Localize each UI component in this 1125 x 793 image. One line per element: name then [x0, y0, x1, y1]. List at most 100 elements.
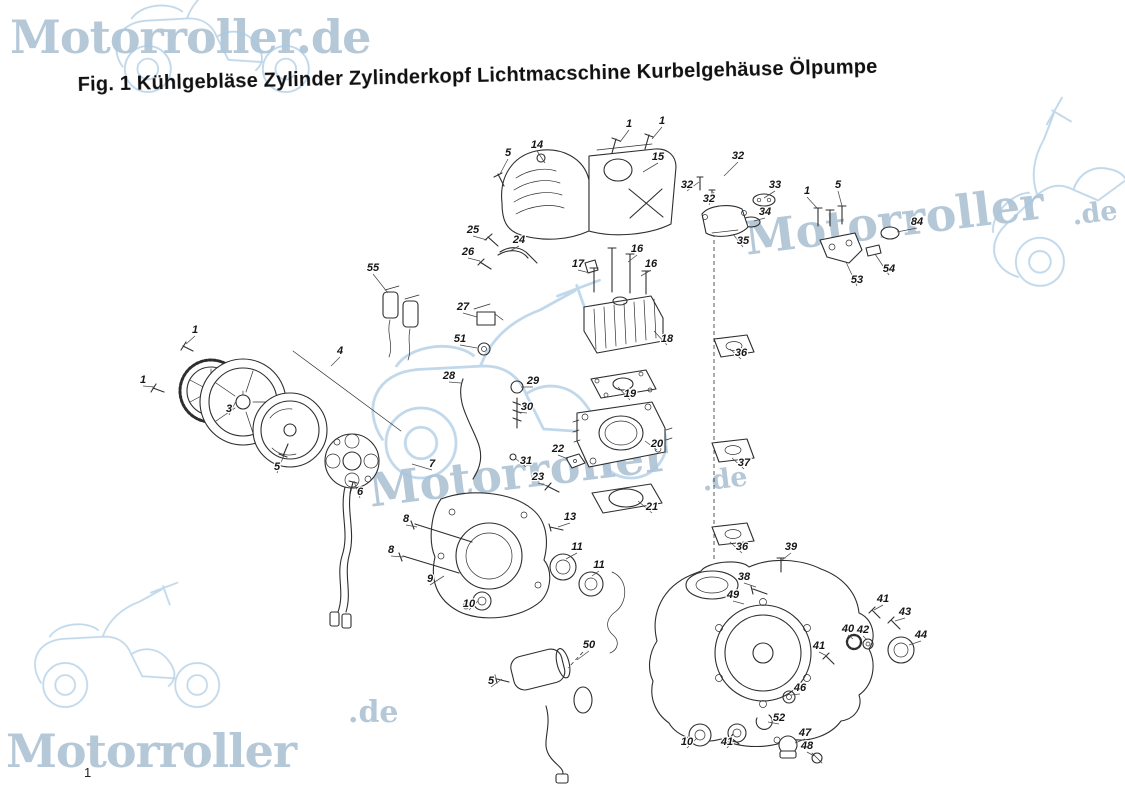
- callout-leader-30: [516, 411, 528, 414]
- callout-leader-18: [653, 330, 668, 346]
- head-stud-bolts: [584, 247, 651, 295]
- page-marker: 1: [84, 765, 92, 780]
- callout-leader-34: [753, 217, 766, 222]
- callout-leader-25: [472, 235, 488, 241]
- part-number-54: 54: [883, 263, 895, 275]
- callout-leader-47: [794, 738, 806, 744]
- callout-leader-10: [468, 600, 479, 611]
- scooter-sketch-bottom-left: [34, 581, 221, 708]
- cylinder-shroud: [588, 143, 677, 236]
- callout-leader-35: [732, 233, 744, 248]
- part-number-31: 31: [520, 455, 532, 467]
- callout-leader-1: [619, 129, 630, 143]
- callout-leader-1: [806, 196, 818, 209]
- oil-pump-assembly: [727, 606, 915, 764]
- callout-leader-39: [781, 552, 792, 561]
- part-number-42: 42: [856, 624, 869, 636]
- part-number-14: 14: [531, 139, 543, 151]
- callout-leader-20: [644, 440, 658, 451]
- part-number-43: 43: [898, 606, 911, 618]
- callout-leader-5: [499, 158, 509, 175]
- head-gasket: [590, 369, 657, 399]
- spark-plug-group: [544, 453, 586, 532]
- part-number-32: 32: [681, 179, 693, 191]
- cylinder: [572, 401, 673, 468]
- watermark-scooter-sketches: [34, 0, 1125, 708]
- crank-bearings: [549, 553, 626, 654]
- callout-leader-1: [142, 385, 156, 388]
- callout-leader-36: [729, 541, 743, 554]
- callout-leader-22: [557, 454, 569, 460]
- callout-leader-11: [591, 570, 600, 577]
- part-number-32: 32: [703, 193, 715, 205]
- part-number-49: 49: [726, 589, 740, 601]
- part-number-53: 53: [851, 274, 863, 286]
- part-number-1: 1: [140, 374, 146, 386]
- callout-leader-44: [908, 640, 922, 646]
- part-number-17: 17: [572, 258, 585, 270]
- callout-leader-5: [490, 678, 503, 688]
- part-number-5: 5: [488, 675, 495, 687]
- callout-leader-40: [847, 634, 854, 640]
- callout-leader-8: [390, 555, 404, 558]
- callout-leader-4: [330, 356, 341, 367]
- part-number-36: 36: [735, 347, 748, 359]
- callout-leader-32: [708, 191, 715, 206]
- watermark-brand-top-left: Motorroller.de: [10, 10, 371, 64]
- crankcase-right: [648, 557, 874, 747]
- callout-leader-5: [276, 454, 285, 474]
- crankcase-cover-left: [430, 492, 551, 619]
- part-number-47: 47: [798, 727, 812, 739]
- cylinder-head: [583, 295, 664, 354]
- callout-leader-54: [874, 253, 890, 276]
- part-number-5: 5: [505, 147, 512, 159]
- part-number-46: 46: [793, 682, 807, 694]
- part-number-41: 41: [812, 640, 825, 652]
- intake-manifold-group: [696, 176, 776, 237]
- part-number-7: 7: [429, 458, 436, 470]
- part-number-37: 37: [738, 457, 751, 469]
- part-number-39: 39: [785, 541, 798, 553]
- part-number-1: 1: [192, 324, 198, 336]
- part-number-21: 21: [645, 501, 658, 513]
- callout-leader-3: [228, 400, 237, 416]
- part-number-27: 27: [456, 301, 470, 313]
- callout-leader-51: [459, 344, 478, 349]
- callout-leader-32: [686, 181, 700, 192]
- part-number-28: 28: [442, 370, 456, 382]
- callout-leader-28: [448, 381, 462, 384]
- part-number-40: 40: [841, 623, 855, 635]
- part-number-52: 52: [773, 712, 785, 724]
- part-number-32: 32: [732, 150, 744, 162]
- callout-leader-42: [862, 635, 868, 641]
- callout-leader-7: [411, 463, 433, 471]
- part-number-16: 16: [631, 243, 644, 255]
- shroud-screws: [493, 133, 654, 187]
- part-number-16: 16: [645, 258, 658, 270]
- rotor-cup: [252, 392, 328, 468]
- callout-leader-53: [845, 261, 858, 287]
- callout-leader-14: [536, 150, 546, 164]
- callout-leader-15: [642, 162, 659, 173]
- callout-leader-46: [790, 693, 801, 696]
- part-number-5: 5: [835, 179, 842, 191]
- part-number-41: 41: [876, 593, 889, 605]
- part-number-11: 11: [593, 559, 604, 571]
- scooter-sketch-top-right: [941, 67, 1125, 303]
- callout-leader-50: [576, 650, 590, 661]
- part-number-41: 41: [720, 736, 733, 748]
- part-number-11: 11: [571, 541, 582, 553]
- part-number-36: 36: [736, 541, 749, 553]
- fan-cover: [501, 149, 590, 240]
- callout-leader-6: [353, 480, 361, 499]
- part-number-20: 20: [650, 438, 664, 450]
- callout-leader-21: [637, 500, 653, 514]
- part-number-44: 44: [914, 629, 927, 641]
- part-number-35: 35: [737, 235, 750, 247]
- part-number-29: 29: [526, 375, 540, 387]
- cover-bolts: [398, 520, 473, 574]
- part-number-51: 51: [454, 333, 466, 345]
- part-number-55: 55: [367, 262, 380, 274]
- part-number-25: 25: [466, 224, 480, 236]
